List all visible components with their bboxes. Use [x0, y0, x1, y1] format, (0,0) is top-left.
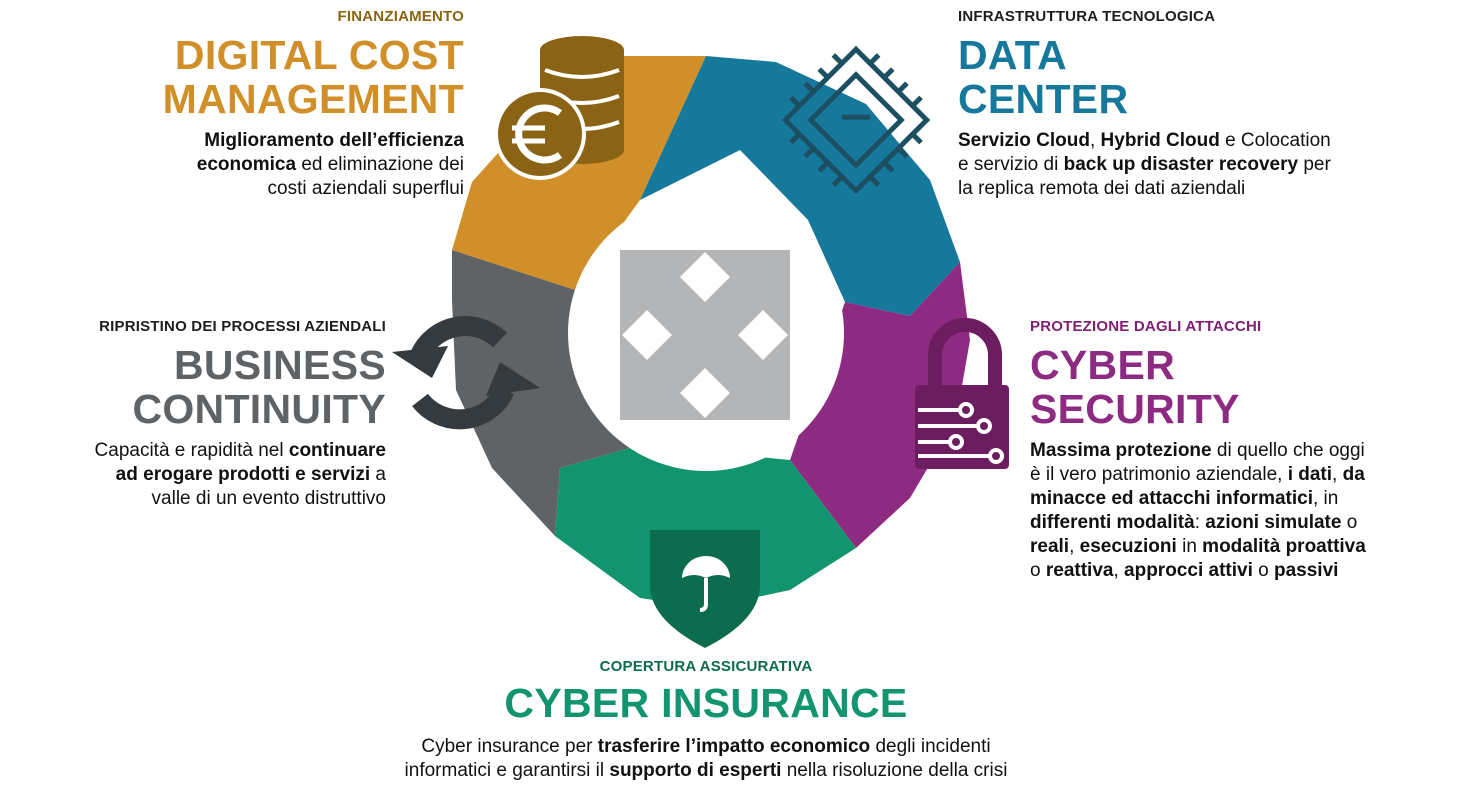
digital-cost-description: Miglioramento dell’efficienza economica …: [60, 129, 464, 201]
desc-text: ,: [1113, 560, 1125, 581]
desc-bold: reali: [1030, 536, 1070, 557]
desc-bold: Massima protezione: [1030, 440, 1212, 461]
desc-text: per: [1298, 154, 1331, 175]
cyber-insurance-description: Cyber insurance per trasferire l’impatto…: [240, 735, 1172, 783]
desc-text: e Colocation: [1219, 130, 1331, 151]
desc-bold: back up disaster recovery: [1063, 154, 1299, 175]
shield-umbrella-icon: [650, 530, 760, 648]
desc-bold: minacce ed attacchi informatici: [1030, 488, 1313, 509]
desc-bold: trasferire l’impatto economico: [597, 736, 871, 757]
business-continuity-kicker: RIPRISTINO DEI PROCESSI AZIENDALI: [99, 318, 386, 335]
desc-bold: reattiva: [1045, 560, 1114, 581]
digital-cost-block: FINANZIAMENTO DIGITAL COST MANAGEMENT Mi…: [60, 8, 464, 201]
business-continuity-title-line: CONTINUITY: [132, 386, 386, 432]
data-center-description: Servizio Cloud, Hybrid Cloud e Colocatio…: [958, 129, 1458, 201]
cyber-insurance-block: COPERTURA ASSICURATIVA CYBER INSURANCE C…: [240, 658, 1172, 783]
business-continuity-title-line: BUSINESS: [173, 342, 386, 388]
desc-bold: continuare: [288, 440, 386, 461]
business-continuity-description: Capacità e rapidità nel continuare ad er…: [0, 439, 386, 511]
desc-bold: approcci attivi: [1124, 560, 1253, 581]
desc-text: a: [370, 464, 386, 485]
desc-text: valle di un evento distruttivo: [151, 488, 386, 509]
segment-business-continuity: [452, 250, 640, 536]
desc-text: o: [1252, 560, 1274, 581]
desc-bold: Servizio Cloud: [958, 130, 1090, 151]
desc-bold: esecuzioni: [1079, 536, 1177, 557]
cyber-security-title: CYBER SECURITY: [1030, 343, 1470, 431]
desc-text: Capacità e rapidità nel: [94, 440, 289, 461]
desc-text: ,: [1332, 464, 1343, 485]
desc-bold: supporto di esperti: [609, 760, 782, 781]
data-center-title-line: CENTER: [958, 76, 1129, 122]
segment-data-center: [640, 56, 960, 316]
data-center-title-line: DATA: [958, 32, 1067, 78]
desc-text: ,: [1069, 536, 1080, 557]
cyber-security-title-line: SECURITY: [1030, 386, 1240, 432]
cyber-security-block: PROTEZIONE DAGLI ATTACCHI CYBER SECURITY…: [1030, 318, 1470, 583]
data-center-title: DATA CENTER: [958, 33, 1458, 121]
desc-text: ,: [1089, 130, 1101, 151]
desc-text: costi aziendali superflui: [267, 178, 464, 199]
desc-bold: i dati: [1287, 464, 1333, 485]
cyber-insurance-title-line: CYBER INSURANCE: [504, 680, 908, 726]
desc-bold: da: [1342, 464, 1365, 485]
segment-digital-cost: [452, 56, 706, 290]
chip-icon: [781, 45, 931, 195]
desc-text: è il vero patrimonio aziendale,: [1030, 464, 1288, 485]
desc-text: di quello che oggi: [1211, 440, 1365, 461]
cyber-security-title-line: CYBER: [1030, 342, 1176, 388]
desc-text: o: [1030, 560, 1046, 581]
coins-euro-icon: [494, 36, 624, 180]
desc-bold: Miglioramento dell’efficienza: [204, 130, 464, 151]
data-center-block: INFRASTRUTTURA TECNOLOGICA DATA CENTER S…: [958, 8, 1458, 201]
desc-text: :: [1194, 512, 1206, 533]
desc-text: ed eliminazione dei: [296, 154, 464, 175]
digital-cost-title: DIGITAL COST MANAGEMENT: [60, 33, 464, 121]
segment-cyber-insurance: [555, 445, 856, 608]
desc-text: la replica remota dei dati aziendali: [958, 178, 1246, 199]
desc-text: nella risoluzione della crisi: [781, 760, 1008, 781]
desc-bold: modalità proattiva: [1202, 536, 1366, 557]
data-center-kicker: INFRASTRUTTURA TECNOLOGICA: [958, 8, 1216, 25]
cyber-insurance-title: CYBER INSURANCE: [240, 681, 1172, 725]
digital-cost-kicker: FINANZIAMENTO: [337, 8, 464, 25]
desc-text: informatici e garantirsi il: [404, 760, 610, 781]
desc-text: Cyber insurance per: [421, 736, 598, 757]
business-continuity-block: RIPRISTINO DEI PROCESSI AZIENDALI BUSINE…: [0, 318, 386, 511]
desc-bold: passivi: [1273, 560, 1339, 581]
sync-arrows-icon: [392, 316, 540, 430]
desc-text: degli incidenti: [870, 736, 991, 757]
digital-cost-title-line: DIGITAL COST: [174, 32, 464, 78]
desc-bold: differenti modalità: [1030, 512, 1195, 533]
desc-text: e servizio di: [958, 154, 1064, 175]
desc-bold: azioni simulate: [1205, 512, 1342, 533]
desc-text: o: [1341, 512, 1358, 533]
desc-text: in: [1176, 536, 1203, 557]
desc-bold: ad erogare prodotti e servizi: [115, 464, 371, 485]
desc-bold: Hybrid Cloud: [1100, 130, 1220, 151]
padlock-circuit-icon: [915, 318, 1009, 469]
expand-arrows-icon: [620, 250, 790, 420]
desc-bold: economica: [196, 154, 297, 175]
cyber-insurance-kicker: COPERTURA ASSICURATIVA: [599, 658, 813, 675]
wheel-segments: [452, 56, 970, 608]
cyber-security-kicker: PROTEZIONE DAGLI ATTACCHI: [1030, 318, 1262, 335]
digital-cost-title-line: MANAGEMENT: [162, 76, 464, 122]
cyber-security-description: Massima protezione di quello che oggi è …: [1030, 439, 1470, 583]
business-continuity-title: BUSINESS CONTINUITY: [0, 343, 386, 431]
desc-text: , in: [1313, 488, 1339, 509]
